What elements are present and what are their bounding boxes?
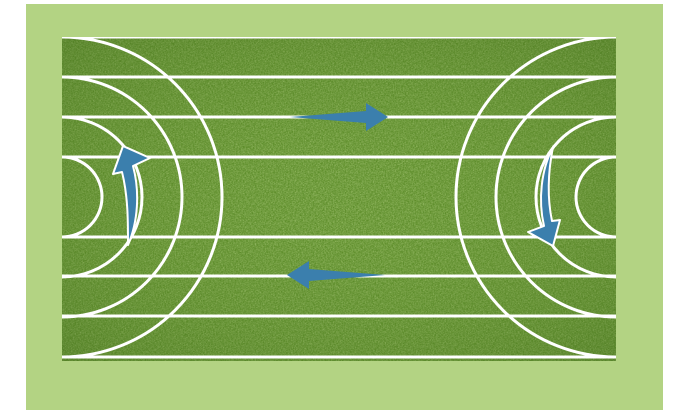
grass-field bbox=[62, 37, 616, 361]
